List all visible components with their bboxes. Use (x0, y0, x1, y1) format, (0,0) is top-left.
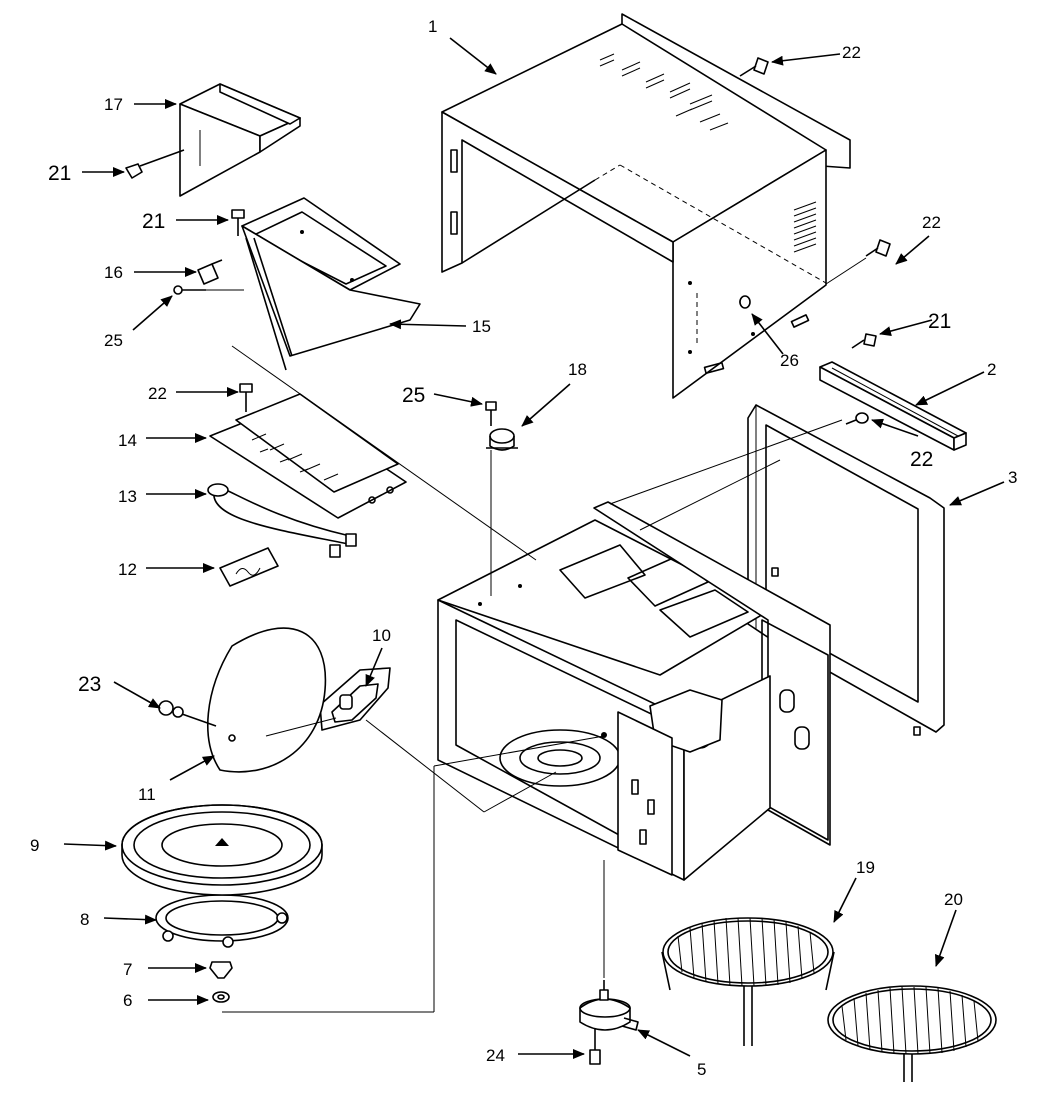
label-part-22-top: 22 (842, 43, 861, 62)
label-part-20: 20 (944, 890, 963, 909)
sensor (197, 259, 244, 291)
label-part-1: 1 (428, 17, 437, 36)
label-part-22-front: 22 (910, 448, 933, 471)
heater-cover (209, 393, 407, 519)
label-part-24: 24 (486, 1046, 505, 1065)
label-part-14: 14 (118, 431, 137, 450)
duct-cover (179, 83, 301, 197)
label-part-16: 16 (104, 263, 123, 282)
callout-arrows (63, 37, 1005, 1059)
label-part-21-left: 21 (48, 162, 71, 185)
label-part-19: 19 (856, 858, 875, 877)
wave-guide-cover (207, 627, 327, 773)
oven-cavity (437, 501, 831, 881)
reflector-assembly (241, 197, 421, 371)
top-bracket (819, 361, 967, 451)
label-part-7: 7 (123, 960, 132, 979)
glass-tray (121, 804, 323, 896)
rack-low (827, 985, 997, 1082)
label-part-22-left: 22 (148, 384, 167, 403)
label-part-18: 18 (568, 360, 587, 379)
label-part-23: 23 (78, 673, 101, 696)
thermal-cutout (486, 428, 518, 451)
label-part-5: 5 (697, 1060, 706, 1079)
coupler-and-washer (209, 961, 233, 1003)
label-part-25-left: 25 (104, 331, 123, 350)
label-part-21-upper: 21 (142, 210, 165, 233)
label-part-25-mid: 25 (402, 384, 425, 407)
motor-cover (319, 667, 391, 731)
part-labels: 1 2 3 5 6 7 8 9 10 11 12 13 14 15 16 17 … (30, 17, 1017, 1079)
roller-ring (155, 894, 289, 948)
label-part-12: 12 (118, 560, 137, 579)
label-part-13: 13 (118, 487, 137, 506)
label-part-15: 15 (472, 317, 491, 336)
turntable-motor (579, 980, 639, 1031)
small-bracket (219, 547, 279, 587)
label-part-21-right: 21 (928, 310, 951, 333)
label-part-9: 9 (30, 836, 39, 855)
label-part-26: 26 (780, 351, 799, 370)
heater-element (207, 483, 357, 558)
screw-hardware (125, 57, 891, 1065)
label-part-6: 6 (123, 991, 132, 1010)
assembly-guide-lines (222, 257, 867, 1013)
label-part-2: 2 (987, 360, 996, 379)
rack-high (661, 917, 835, 1046)
label-part-10: 10 (372, 626, 391, 645)
label-part-22-side: 22 (922, 213, 941, 232)
label-part-3: 3 (1008, 468, 1017, 487)
label-part-8: 8 (80, 910, 89, 929)
outer-cabinet (441, 13, 851, 399)
label-part-17: 17 (104, 95, 123, 114)
label-part-11: 11 (138, 785, 156, 804)
